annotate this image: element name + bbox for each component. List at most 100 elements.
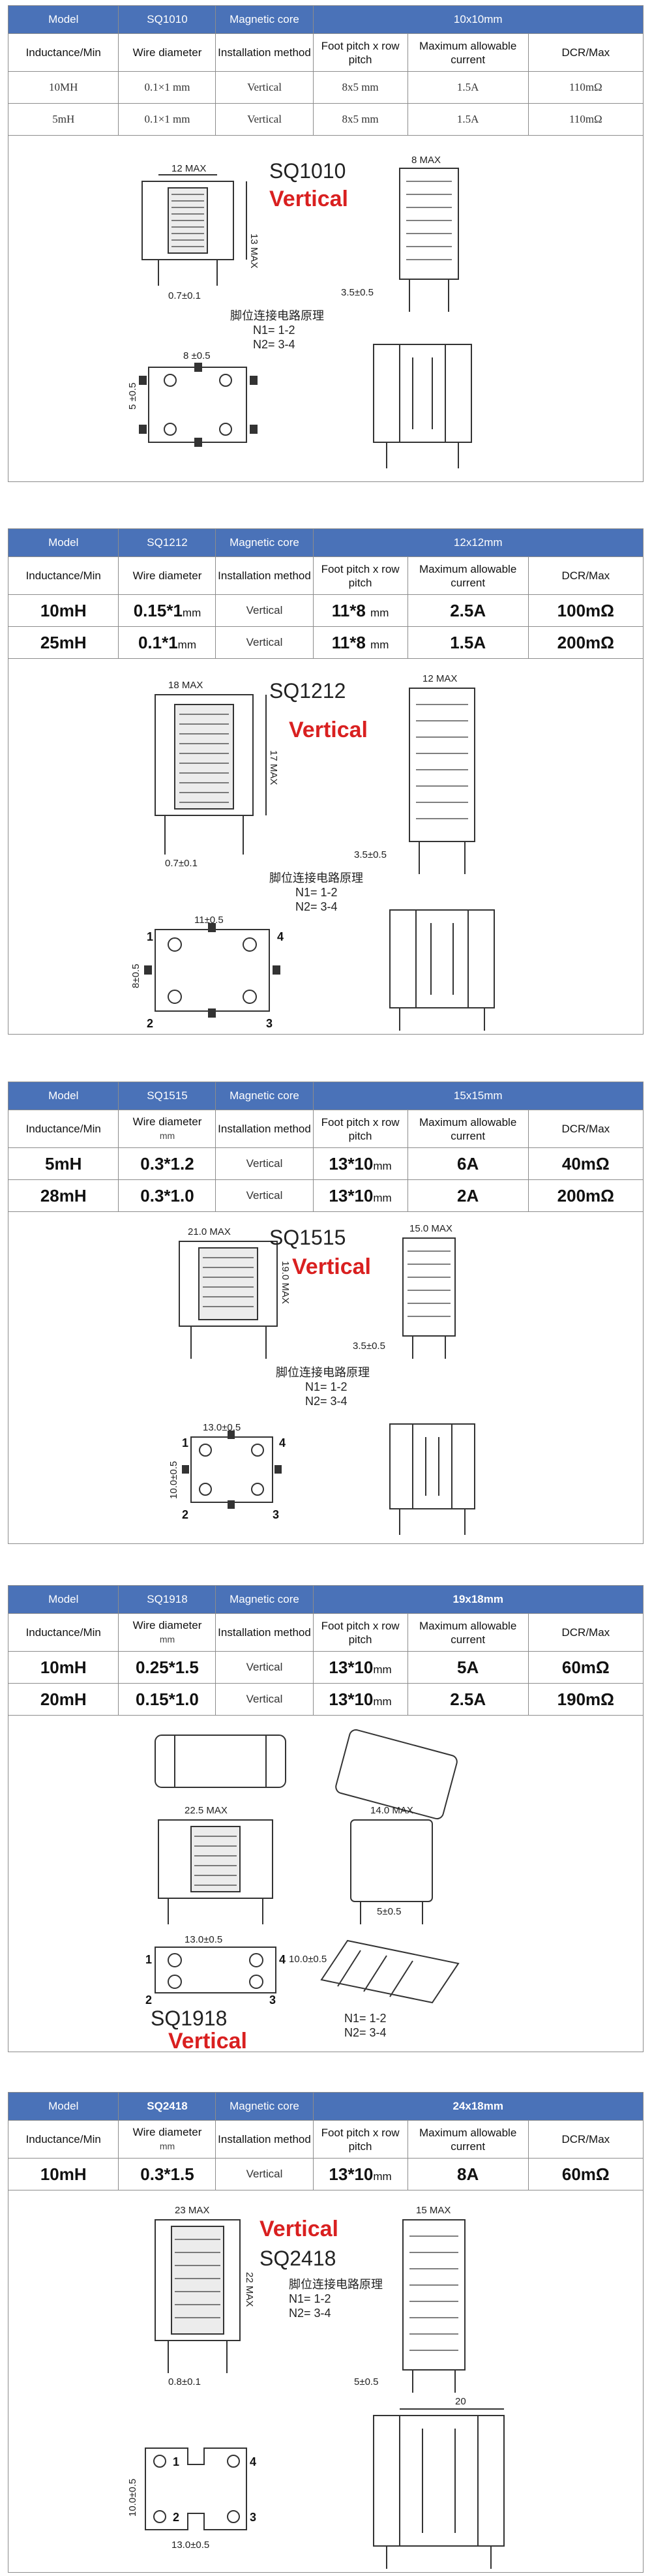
part-number: SQ2418 xyxy=(259,2247,336,2270)
row-dim-label: 3.5±0.5 xyxy=(353,1341,385,1352)
row-dim-label: 3.5±0.5 xyxy=(341,287,374,298)
table-row: 28mH 0.3*1.0 Vertical 13*10mm 2A 200mΩ xyxy=(7,1179,644,1212)
core-value: 19x18mm xyxy=(312,1585,644,1614)
cell-install: Vertical xyxy=(215,626,314,659)
cell-install: Vertical xyxy=(215,1651,314,1684)
core-value: 10x10mm xyxy=(312,5,644,34)
cell-inductance: 5mH xyxy=(7,103,119,136)
cell-dcr: 200mΩ xyxy=(527,626,644,659)
col-pitch: Foot pitch x row pitch xyxy=(312,1110,408,1148)
cell-current: 1.5A xyxy=(407,103,529,136)
drawing-svg: 12 MAX 13 MAX 0.7±0.1 SQ1010 Vertical 8 … xyxy=(127,155,472,468)
cell-wire: 0.3*1.0 xyxy=(118,1179,216,1212)
col-pitch: Foot pitch x row pitch xyxy=(312,556,408,595)
core-label: Magnetic core xyxy=(215,1082,314,1110)
cell-pitch: 13*10mm xyxy=(312,1651,408,1684)
width-dim-label: 18 MAX xyxy=(168,680,203,691)
cell-current: 6A xyxy=(407,1147,529,1180)
cell-inductance: 25mH xyxy=(7,626,119,659)
pin-note-title: 脚位连接电路原理 xyxy=(230,309,324,322)
row-dim-label: 5±0.5 xyxy=(377,1906,401,1917)
side-dim-label: 12 MAX xyxy=(422,673,457,684)
cell-dcr: 60mΩ xyxy=(527,1651,644,1684)
pin-3-label: 3 xyxy=(273,1508,279,1521)
drawing-svg: 18 MAX 17 MAX 0.7±0.1 SQ1212 Vertical 12… xyxy=(130,673,495,1031)
cell-current: 1.5A xyxy=(407,71,529,104)
orientation-label: Vertical xyxy=(168,2029,247,2052)
col-pitch: Foot pitch x row pitch xyxy=(312,1613,408,1652)
cell-pitch: 13*10mm xyxy=(312,1683,408,1716)
cell-inductance: 10mH xyxy=(7,1651,119,1684)
pin-note-n2: N2= 3-4 xyxy=(344,2026,387,2039)
cell-current: 5A xyxy=(407,1651,529,1684)
dimension-drawing: 22.5 MAX 14.0 MAX 5±0.5 1 4 2 3 13.0±0.5 xyxy=(8,1716,644,2052)
table-row: 25mH 0.1*1mm Vertical 11*8 mm 1.5A 200mΩ xyxy=(7,626,644,659)
cell-wire: 0.3*1.5 xyxy=(118,2158,216,2190)
dimension-drawing: 18 MAX 17 MAX 0.7±0.1 SQ1212 Vertical 12… xyxy=(8,659,644,1035)
model-label: Model xyxy=(7,528,119,557)
col-pitch: Foot pitch x row pitch xyxy=(312,2120,408,2159)
col-dcr: DCR/Max xyxy=(527,1613,644,1652)
cell-pitch: 13*10mm xyxy=(312,1147,408,1180)
cell-pitch: 13*10mm xyxy=(312,2158,408,2190)
col-install: Installation method xyxy=(215,1110,314,1148)
width-dim-label: 12 MAX xyxy=(171,163,206,174)
col-inductance: Inductance/Min xyxy=(7,33,119,72)
spec-table: Model SQ1010 Magnetic core 10x10mm Induc… xyxy=(7,5,644,136)
pin-4-label: 4 xyxy=(279,1436,286,1449)
col-install: Installation method xyxy=(215,556,314,595)
col-current: Maximum allowable current xyxy=(407,33,529,72)
pin-note-n2: N2= 3-4 xyxy=(253,338,295,351)
col-dcr: DCR/Max xyxy=(527,556,644,595)
col-pitch: Foot pitch x row pitch xyxy=(312,33,408,72)
pin-note-n2: N2= 3-4 xyxy=(295,900,338,913)
cell-inductance: 10MH xyxy=(7,71,119,104)
pin-4-label: 4 xyxy=(279,1953,286,1966)
section-sq1212: Model SQ1212 Magnetic core 12x12mm Induc… xyxy=(7,528,644,1035)
pin-note-n1: N1= 1-2 xyxy=(295,886,338,899)
pin-2-label: 2 xyxy=(145,1993,152,2007)
col-inductance: Inductance/Min xyxy=(7,2120,119,2159)
col-dcr: DCR/Max xyxy=(527,1110,644,1148)
part-number: SQ1010 xyxy=(269,159,346,183)
table-row: 10mH 0.15*1mm Vertical 11*8 mm 2.5A 100m… xyxy=(7,594,644,627)
cell-dcr: 40mΩ xyxy=(527,1147,644,1180)
col-install: Installation method xyxy=(215,1613,314,1652)
width-dim-label: 21.0 MAX xyxy=(188,1226,231,1237)
pin-note-title: 脚位连接电路原理 xyxy=(269,871,363,885)
pin-note-n1: N1= 1-2 xyxy=(344,2012,387,2025)
width-dim-label: 23 MAX xyxy=(175,2205,209,2216)
pin-4-label: 4 xyxy=(250,2455,256,2468)
col-inductance: Inductance/Min xyxy=(7,1110,119,1148)
section-sq1010: Model SQ1010 Magnetic core 10x10mm Induc… xyxy=(7,5,644,482)
height-dim-label: 17 MAX xyxy=(268,750,279,785)
model-label: Model xyxy=(7,1585,119,1614)
model-label: Model xyxy=(7,2092,119,2121)
pin-1-label: 1 xyxy=(145,1953,152,1966)
cell-pitch: 11*8 mm xyxy=(312,594,408,627)
cell-dcr: 100mΩ xyxy=(527,594,644,627)
cell-current: 8A xyxy=(407,2158,529,2190)
col-wire: Wire diameter xyxy=(118,33,216,72)
orientation-label: Vertical xyxy=(269,187,348,211)
core-value: 12x12mm xyxy=(312,528,644,557)
pin-1-label: 1 xyxy=(182,1436,188,1449)
dimension-drawing: 12 MAX 13 MAX 0.7±0.1 SQ1010 Vertical 8 … xyxy=(8,136,644,482)
pin-note-n1: N1= 1-2 xyxy=(289,2292,331,2305)
pin-2-label: 2 xyxy=(182,1508,188,1521)
base-dim-label: 20 xyxy=(455,2396,466,2407)
table-row: 10mH 0.25*1.5 Vertical 13*10mm 5A 60mΩ xyxy=(7,1651,644,1684)
orientation-label: Vertical xyxy=(289,718,368,742)
model-label: Model xyxy=(7,5,119,34)
cell-inductance: 20mH xyxy=(7,1683,119,1716)
pin-3-label: 3 xyxy=(266,1017,273,1030)
cell-dcr: 60mΩ xyxy=(527,2158,644,2190)
pin-note-n1: N1= 1-2 xyxy=(253,324,295,337)
section-sq1918: Model SQ1918 Magnetic core 19x18mm Induc… xyxy=(7,1585,644,2052)
cell-current: 2.5A xyxy=(407,594,529,627)
row-pitch-dim-label: 10.0±0.5 xyxy=(289,1954,327,1965)
model-value: SQ1010 xyxy=(118,5,216,34)
